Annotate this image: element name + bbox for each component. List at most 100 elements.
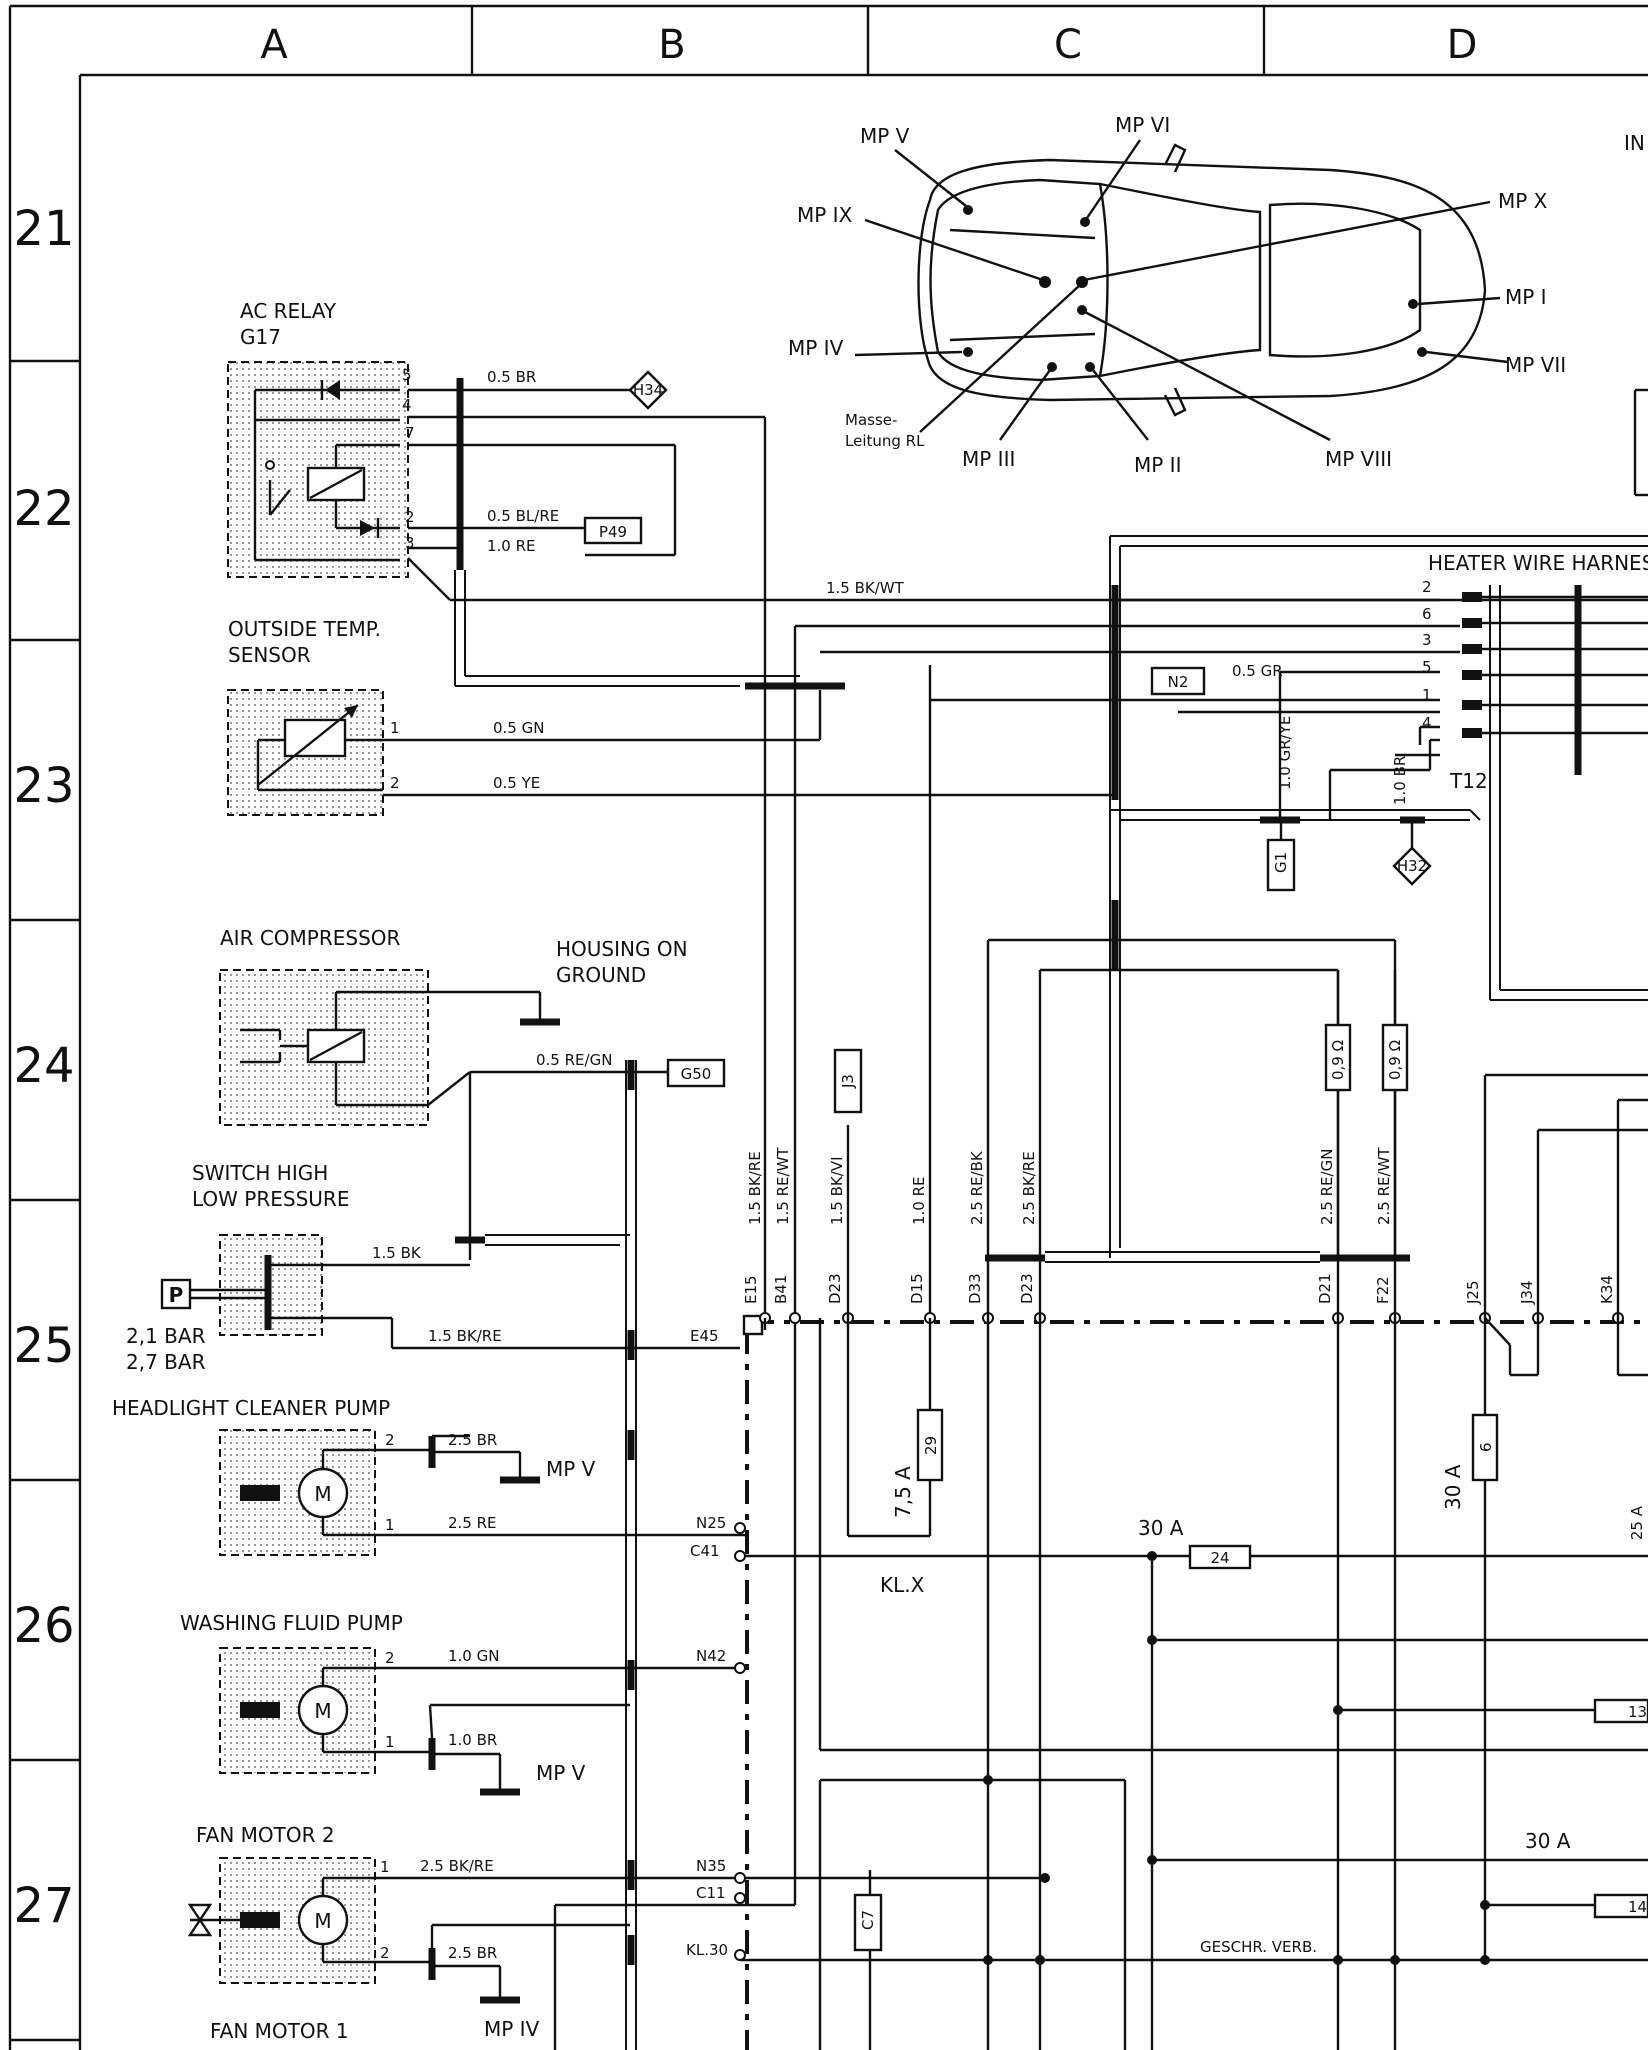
ac-relay-pin-2: 2 (405, 508, 415, 526)
mp-ix-label: MP IX (797, 203, 853, 227)
row-label-24: 24 (13, 1038, 74, 1094)
vwire-15bkre: 1.5 BK/RE (746, 1151, 764, 1225)
fuse-29-amp: 7,5 A (891, 1466, 915, 1518)
air-compressor-internals (240, 990, 428, 1107)
n2-connector (1150, 666, 1206, 696)
pressure-switch-title-1: SWITCH HIGH (192, 1161, 328, 1185)
junction-dots (983, 1551, 1490, 1965)
n42-label: N42 (696, 1647, 726, 1665)
temp-sensor-title-1: OUTSIDE TEMP. (228, 617, 381, 641)
vwire-15rewt: 1.5 RE/WT (774, 1147, 792, 1225)
mp-iii-label: MP III (962, 447, 1015, 471)
ac-relay-internals (253, 380, 400, 562)
wire-15bkwt-label: 1.5 BK/WT (826, 579, 905, 597)
g50-label: G50 (681, 1065, 712, 1083)
harness-pin-3: 3 (1422, 631, 1432, 649)
h32-label: H32 (1397, 857, 1427, 875)
row-label-26: 26 (13, 1598, 74, 1654)
washing-pump-wiring (375, 1666, 745, 1796)
car-outline (917, 143, 1487, 417)
column-label-a: A (260, 22, 288, 68)
harness-pin-1: 1 (1422, 686, 1432, 704)
harness-pin-6: 6 (1422, 605, 1432, 623)
bus-pin-j34: J34 (1518, 1280, 1536, 1305)
fuse-14-number: 14 (1628, 1898, 1647, 1916)
ac-relay-code: G17 (240, 325, 281, 349)
temp-sensor-pin-1: 1 (390, 719, 400, 737)
main-harness-b (625, 1060, 637, 2050)
grid-frame (8, 4, 1648, 2050)
ac-relay-box (227, 361, 409, 578)
wire-10grye-label: 1.0 GR/YE (1276, 716, 1294, 790)
harness-pin-5: 5 (1422, 658, 1432, 676)
vwire-25regn: 2.5 RE/GN (1318, 1149, 1336, 1225)
wire-10br-label: 1.0 BR (448, 1731, 497, 1749)
heater-harness (928, 388, 1648, 1316)
temp-sensor-internals (256, 704, 383, 792)
wire-05br-label: 0.5 BR (487, 368, 536, 386)
headlight-pump-wiring (375, 1434, 745, 1537)
pressure-value-1: 2,1 BAR (126, 1324, 206, 1348)
car-mass-points (854, 139, 1509, 442)
resistor-2-value: 0,9 Ω (1386, 1040, 1404, 1080)
vwire-25rebk: 2.5 RE/BK (968, 1150, 986, 1225)
fan-motor-2-pin-2: 2 (380, 1944, 390, 1962)
ac-relay-pin-5: 5 (402, 366, 412, 384)
c41-label: C41 (690, 1542, 720, 1560)
bus-pin-d15: D15 (908, 1273, 926, 1304)
ac-relay-wiring (407, 378, 1648, 1318)
fan-motor-2-title: FAN MOTOR 2 (196, 1823, 335, 1847)
masse-label-line1: Masse- (845, 411, 897, 429)
wire-05gr-label: 0.5 GR (1232, 662, 1283, 680)
column-label-d: D (1447, 22, 1478, 68)
bus-pin-j25: J25 (1464, 1280, 1482, 1305)
ac-relay-title: AC RELAY (240, 299, 337, 323)
j3-label: J3 (839, 1074, 857, 1089)
mp-viii-label: MP VIII (1325, 447, 1392, 471)
column-label-c: C (1054, 22, 1082, 68)
wire-15bkre-label: 1.5 BK/RE (428, 1327, 502, 1345)
pressure-symbol: P (169, 1283, 184, 1307)
row-label-22: 22 (13, 481, 74, 537)
wire-05blre-label: 0.5 BL/RE (487, 507, 559, 525)
c7-connector (853, 1893, 883, 1952)
wire-25re-label: 2.5 RE (448, 1514, 497, 1532)
bus-pin-d33: D33 (966, 1273, 984, 1304)
mp-x-label: MP X (1498, 189, 1548, 213)
fuse-29-number: 29 (922, 1436, 940, 1455)
headlight-pump-motor-label: M (314, 1482, 331, 1506)
mp-vii-label: MP VII (1505, 353, 1566, 377)
row-label-25: 25 (13, 1318, 74, 1374)
p49-connector (583, 516, 643, 545)
fan-motor-2-pin-1: 1 (380, 1858, 390, 1876)
fuse-14-amp: 30 A (1525, 1829, 1571, 1853)
h34-connector (628, 370, 668, 410)
row-label-27: 27 (13, 1878, 74, 1934)
mp-iv-label: MP IV (788, 336, 844, 360)
g1-connector (1266, 838, 1296, 892)
mp-ii-label: MP II (1134, 453, 1181, 477)
vwire-15bkvi: 1.5 BK/VI (828, 1157, 846, 1226)
pressure-switch-title-2: LOW PRESSURE (192, 1187, 349, 1211)
headlight-pump-pin-2: 2 (385, 1431, 395, 1449)
washing-pump-pin-1: 1 (385, 1733, 395, 1751)
row-label-21: 21 (13, 201, 74, 257)
ac-relay-pin-3: 3 (405, 534, 415, 552)
bus-terminals (734, 1312, 1624, 1961)
housing-label-2: GROUND (556, 963, 646, 987)
headlight-pump-title: HEADLIGHT CLEANER PUMP (112, 1396, 390, 1420)
bus-pin-d23b: D23 (1018, 1273, 1036, 1304)
fuse-13 (1593, 1698, 1648, 1724)
fuse-partial-amp: 25 A (1628, 1505, 1646, 1540)
wire-05gn-label: 0.5 GN (493, 719, 544, 737)
harness-pins (1462, 592, 1648, 738)
h32-connector (1392, 846, 1432, 886)
wire-05ye-label: 0.5 YE (493, 774, 540, 792)
n25-label: N25 (696, 1514, 726, 1532)
resistor-2 (1381, 1023, 1409, 1092)
ac-relay-pin-4: 4 (402, 396, 412, 414)
column-label-b: B (658, 22, 685, 68)
pressure-switch-wiring (322, 1234, 740, 1350)
washing-pump-internals (240, 1666, 375, 1754)
g50-connector (666, 1058, 726, 1088)
